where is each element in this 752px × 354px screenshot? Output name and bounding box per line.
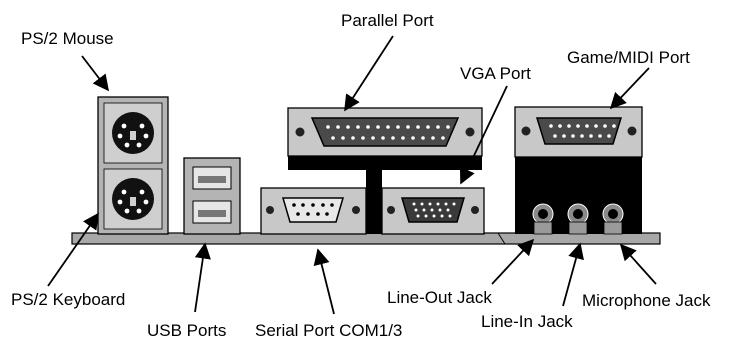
line-in-jack: [567, 203, 589, 235]
usb-connector-stack: [183, 157, 241, 235]
arrow-serial-port: [313, 248, 335, 315]
microphone-jack: [602, 203, 624, 235]
label-line-out-jack: Line-Out Jack: [387, 288, 492, 307]
ps2-connector-stack: [97, 96, 169, 235]
label-ps2-keyboard: PS/2 Keyboard: [11, 290, 125, 309]
label-microphone-jack: Microphone Jack: [582, 291, 711, 310]
game-midi-audio-block: [514, 106, 643, 235]
label-line-in-jack: Line-In Jack: [481, 312, 573, 331]
arrow-line-in: [562, 242, 584, 307]
line-out-jack: [532, 203, 554, 235]
label-parallel-port: Parallel Port: [341, 11, 434, 30]
serial-port: [260, 187, 367, 235]
label-vga-port: VGA Port: [460, 64, 531, 83]
arrow-parallel-port: [344, 35, 394, 112]
arrow-usb-ports: [194, 242, 211, 313]
arrow-ps2-mouse: [81, 55, 109, 92]
label-usb-ports: USB Ports: [147, 321, 226, 340]
arrow-game-midi-port: [609, 67, 650, 110]
label-game-midi-port: Game/MIDI Port: [567, 48, 690, 67]
game-midi-port: [521, 117, 637, 145]
parallel-port-block: [287, 107, 483, 234]
arrow-microphone: [619, 243, 657, 285]
arrow-ps2-keyboard: [47, 212, 99, 287]
label-ps2-mouse: PS/2 Mouse: [21, 29, 114, 48]
ps2-mouse-port: [112, 112, 154, 154]
arrow-vga-port: [459, 85, 508, 185]
ps2-keyboard-port: [112, 178, 154, 220]
label-serial-port: Serial Port COM1/3: [255, 321, 402, 340]
vga-port: [381, 187, 485, 235]
arrow-line-out: [491, 238, 535, 285]
